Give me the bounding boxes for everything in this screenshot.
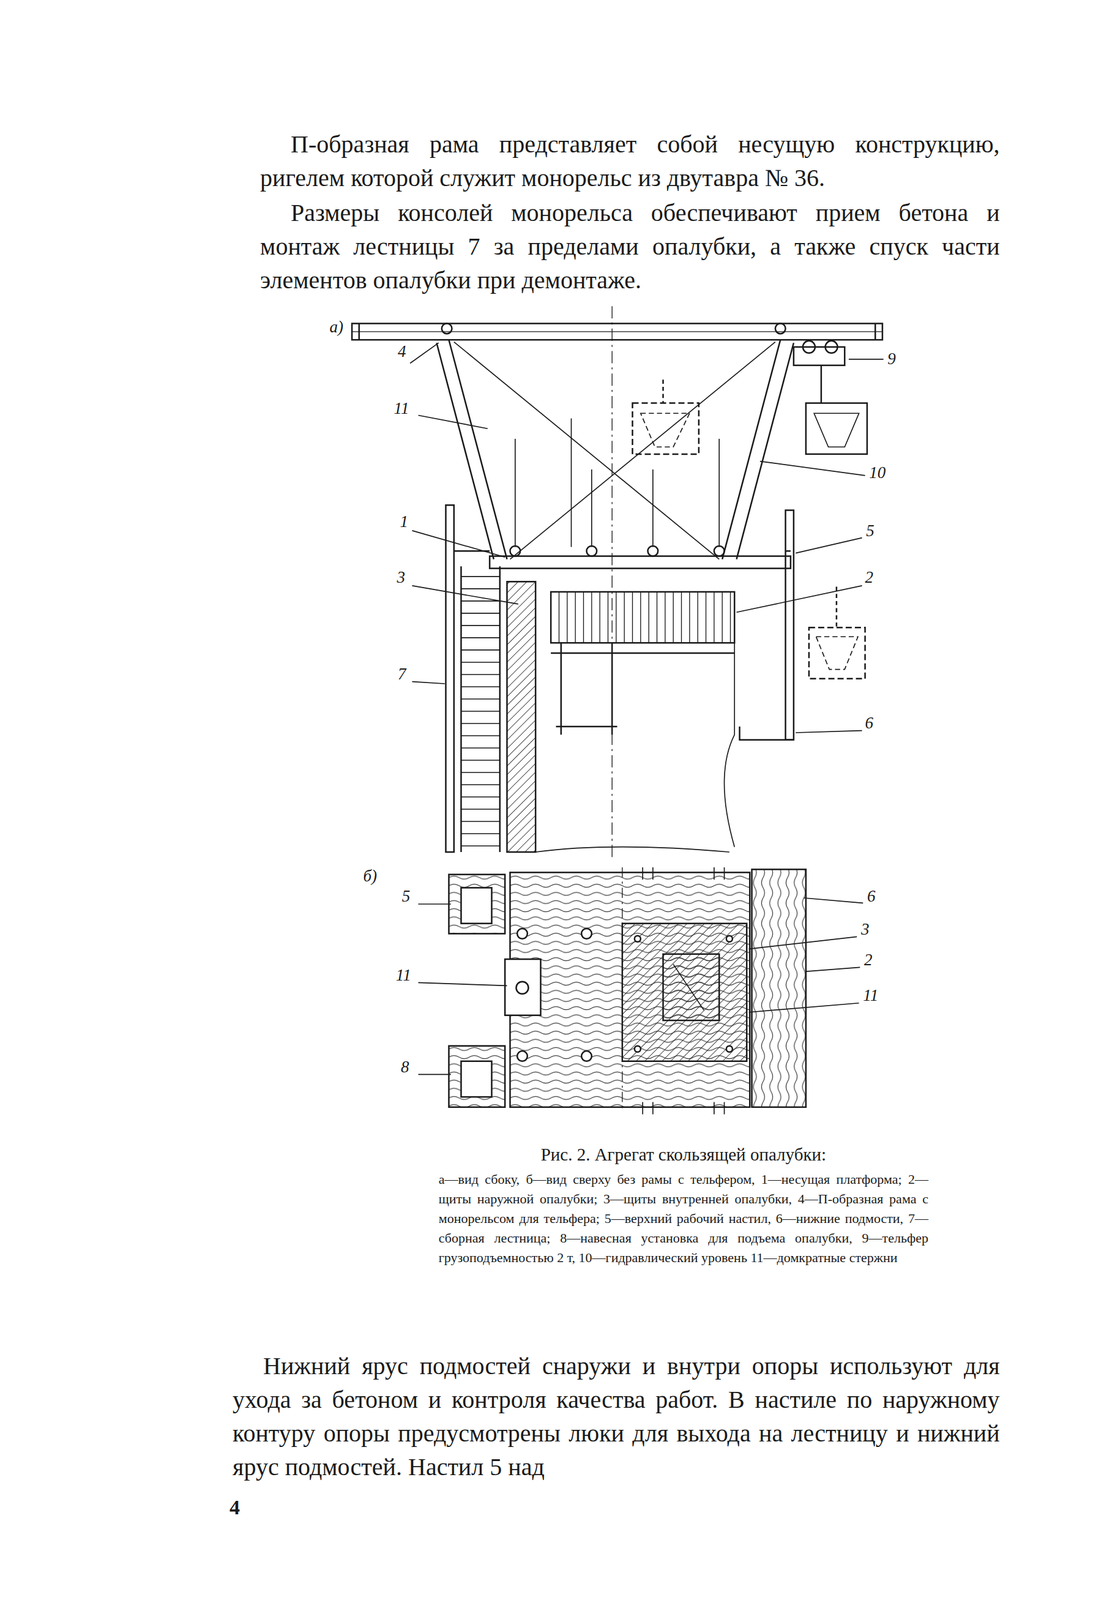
- view-label: б): [362, 867, 377, 886]
- callout-number: 7: [397, 665, 407, 684]
- callout-number: 2: [864, 950, 873, 970]
- page-number: 4: [229, 1495, 240, 1519]
- leader-lines: [410, 342, 884, 1074]
- callout-number: 8: [400, 1058, 410, 1077]
- callout-number: 5: [865, 522, 875, 541]
- plan-view: [448, 867, 806, 1114]
- callout-number: 4: [397, 342, 407, 362]
- callout-number: 10: [868, 463, 886, 483]
- callout-number: 11: [862, 986, 879, 1005]
- callout-number: 3: [396, 568, 406, 587]
- paragraph: Размеры консолей монорельса обеспечивают…: [260, 195, 1000, 297]
- callout-number: 5: [402, 887, 411, 906]
- paragraph: П-образная рама представляет собой несущ…: [260, 127, 1000, 195]
- callout-number: 11: [393, 399, 409, 418]
- callout-number: 9: [887, 350, 896, 369]
- side-view: [351, 305, 883, 857]
- callout-number: 11: [395, 966, 412, 985]
- callout-number: 6: [865, 714, 874, 733]
- figure-caption: Рис. 2. Агрегат скользящей опалубки:: [540, 1144, 827, 1165]
- callout-number: 2: [865, 568, 874, 587]
- callout-number: 6: [867, 887, 876, 906]
- view-label: а): [329, 318, 344, 337]
- paragraph: Нижний ярус подмостей снаружи и внутри о…: [232, 1348, 1000, 1484]
- figure-key: а—вид сбоку, б—вид сверху без рамы с тел…: [438, 1169, 929, 1268]
- callout-number: 3: [861, 920, 870, 939]
- callout-number: 1: [399, 512, 409, 532]
